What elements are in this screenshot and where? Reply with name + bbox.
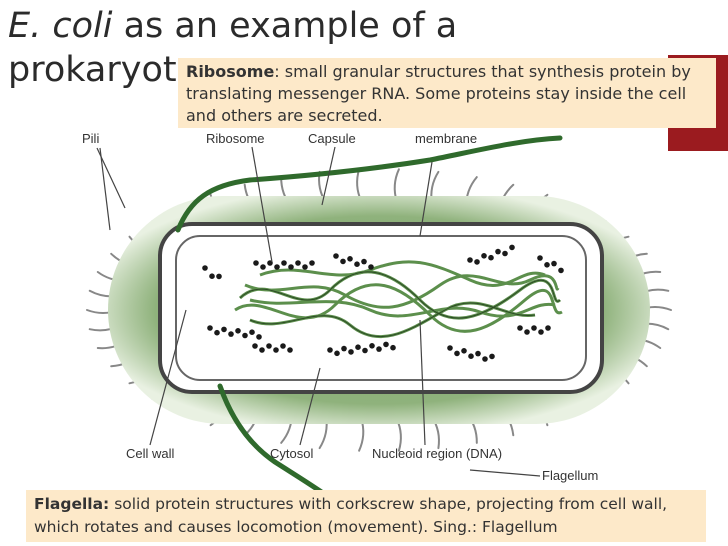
ribosome-dot (538, 329, 544, 335)
ribosome-dot (253, 260, 259, 266)
flagella-callout: Flagella: solid protein structures with … (26, 490, 706, 542)
label-ribosome: Ribosome (206, 131, 265, 146)
ribosome-dot (354, 261, 360, 268)
nucleoid-dna-outline (239, 271, 561, 338)
ribosome-dot (544, 262, 550, 268)
ribosome-dot (495, 248, 501, 255)
ribosome-dot (362, 347, 368, 354)
label-nucleoid: Nucleoid region (DNA) (372, 446, 502, 461)
ribosome-dot (474, 259, 480, 265)
slide-title-line-1: E. coli as an example of a (8, 6, 457, 46)
ribosome-dot (209, 273, 215, 280)
ribosome-dot (551, 260, 557, 267)
label-capsule: Capsule (308, 131, 356, 146)
ribosome-dots (202, 244, 564, 362)
ribosome-dot (376, 346, 382, 352)
ribosome-dot (558, 267, 564, 274)
label-cell-wall: Cell wall (126, 446, 175, 461)
ribosome-dot (502, 250, 508, 257)
ribosome-dot (333, 253, 339, 259)
ribosome-dot (347, 255, 353, 262)
ribosome-dot (302, 264, 308, 270)
ribosome-dot (369, 343, 375, 349)
ribosome-dot (348, 349, 354, 355)
label-membrane: membrane (415, 131, 477, 146)
ribosome-dot (454, 350, 460, 357)
flagella-term: Flagella: (34, 495, 110, 513)
ribosome-dot (260, 264, 266, 270)
ribosome-dot (288, 264, 294, 270)
label-cytosol: Cytosol (270, 446, 313, 461)
ribosome-dot (259, 347, 265, 353)
ribosome-callout: Ribosome: small granular structures that… (178, 58, 716, 128)
ribosome-dot (340, 258, 346, 265)
plasma-membrane-shape (175, 235, 587, 381)
ribosome-dot (368, 264, 374, 270)
ribosome-dot (390, 344, 396, 351)
ribosome-dot (482, 356, 488, 362)
ribosome-dot (256, 334, 262, 340)
ribosome-dot (467, 257, 473, 263)
ribosome-dot (509, 244, 515, 251)
flagella-description: solid protein structures with corkscrew … (34, 495, 668, 536)
ribosome-dot (341, 345, 347, 352)
ribosome-dot (309, 260, 315, 266)
label-flagellum: Flagellum (542, 468, 598, 483)
ribosome-dot (216, 273, 222, 280)
ribosome-dot (221, 326, 227, 333)
title-rest-part: as an example of a (112, 6, 458, 46)
ribosome-dot (327, 347, 333, 353)
ribosome-dot (355, 344, 361, 351)
ribosome-dot (207, 325, 213, 331)
ribosome-dot (524, 329, 530, 335)
ribosome-dot (287, 347, 293, 353)
ribosome-dot (228, 331, 234, 337)
ribosome-dot (481, 253, 487, 259)
ribosome-dot (545, 325, 551, 331)
ribosome-description: : small granular structures that synthes… (186, 62, 691, 125)
ribosome-dot (249, 329, 255, 336)
ribosome-term: Ribosome (186, 62, 275, 81)
ribosome-dot (517, 325, 523, 331)
flagellum-top (175, 135, 563, 233)
ribosome-dot (280, 343, 286, 349)
ribosome-dot (488, 254, 494, 261)
ribosome-dot (461, 348, 467, 354)
ribosome-dot (334, 350, 340, 357)
ribosome-dot (383, 341, 389, 348)
ribosome-dot (361, 258, 367, 265)
label-pili: Pili (82, 131, 99, 146)
title-italic-part: E. coli (8, 6, 113, 46)
ribosome-dot (489, 353, 495, 360)
ribosome-dot (537, 255, 543, 261)
slide-title-line-2: prokaryot (8, 50, 177, 90)
ribosome-dot (235, 328, 241, 334)
ribosome-dot (273, 347, 279, 353)
ribosome-dot (281, 260, 287, 266)
ribosome-dot (202, 265, 208, 271)
ribosome-dot (475, 350, 481, 357)
ribosome-dot (531, 325, 537, 331)
ribosome-dot (468, 353, 474, 360)
ribosome-dot (274, 264, 280, 270)
ribosome-dot (242, 332, 248, 339)
leader-lines (96, 146, 541, 477)
ribosome-dot (295, 260, 301, 266)
ribosome-dot (252, 343, 258, 349)
ribosome-dot (266, 343, 272, 349)
ribosome-dot (447, 345, 453, 351)
ribosome-dot (214, 329, 220, 336)
